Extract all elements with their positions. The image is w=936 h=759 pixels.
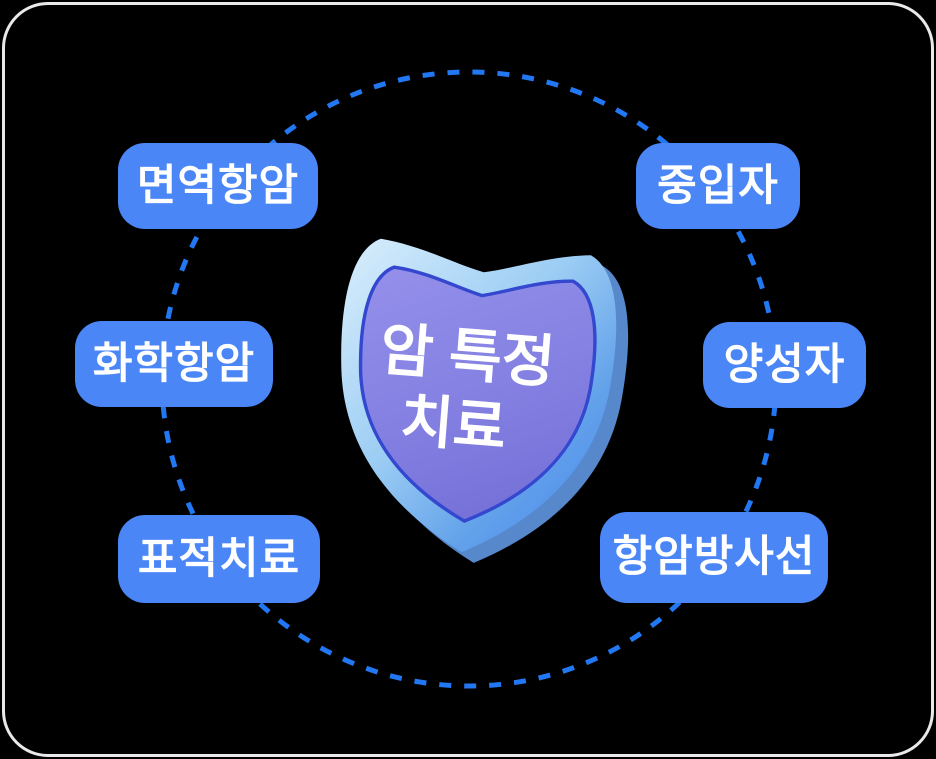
center-shield-badge: 암 특정 치료 <box>341 238 629 563</box>
node-pill-heavy-ion: 중입자 <box>636 143 800 229</box>
node-label-anticancer-radiation: 항암방사선 <box>612 533 816 581</box>
node-label-targeted-therapy: 표적치료 <box>137 534 301 583</box>
node-pill-proton: 양성자 <box>703 322 866 408</box>
shield-face <box>358 265 597 523</box>
node-pill-chemotherapy: 화학항암 <box>75 321 273 407</box>
node-label-heavy-ion: 중입자 <box>657 161 779 210</box>
node-pill-immunotherapy: 면역항암 <box>118 143 318 229</box>
shield-title-line1: 암 특정 <box>378 318 557 396</box>
node-pill-targeted-therapy: 표적치료 <box>118 515 320 603</box>
node-pill-anticancer-radiation: 항암방사선 <box>600 512 828 603</box>
node-label-chemotherapy: 화학항암 <box>92 339 256 388</box>
shield-title-line2: 치료 <box>398 389 509 461</box>
node-label-immunotherapy: 면역항암 <box>136 161 300 210</box>
node-label-proton: 양성자 <box>723 340 846 389</box>
